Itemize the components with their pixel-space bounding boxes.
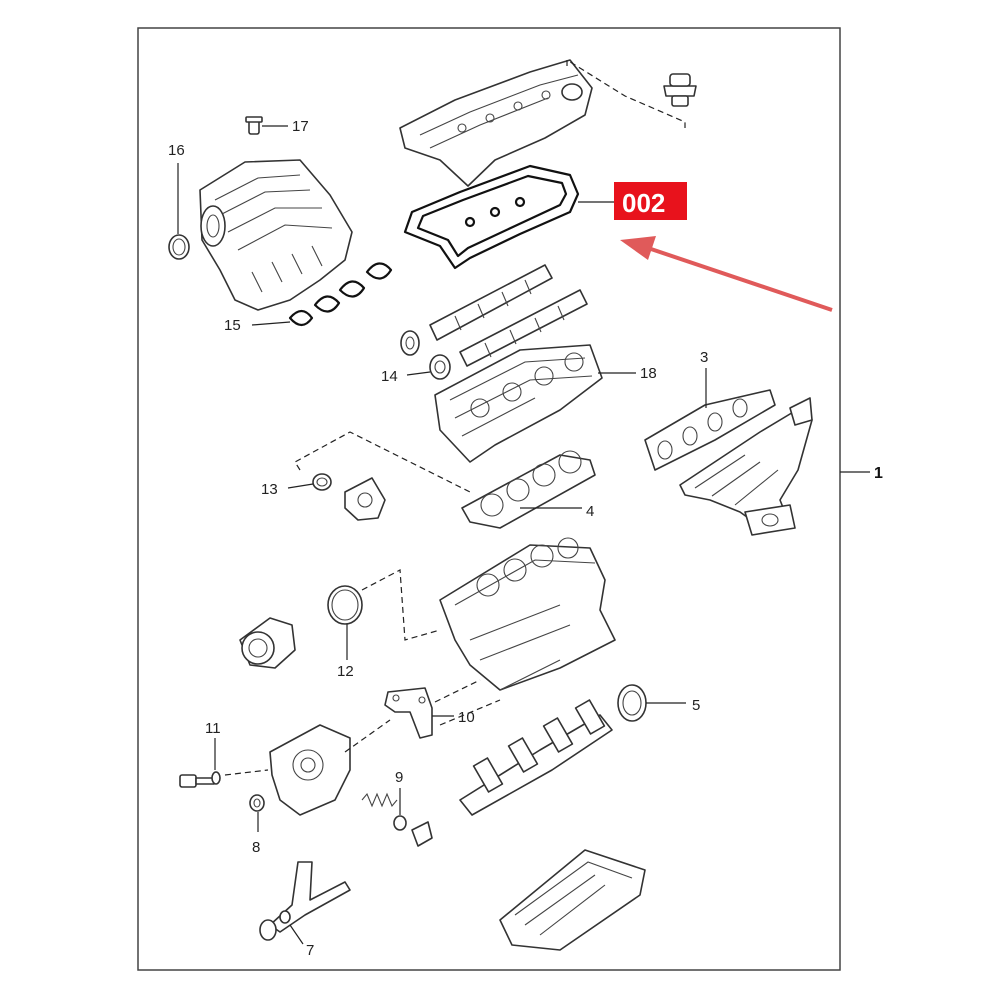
callout-10: 10 [458, 709, 475, 726]
callout-17: 17 [292, 118, 309, 135]
part-4-head-gasket [461, 450, 596, 529]
part-crankshaft [459, 699, 613, 816]
highlight-arrow [620, 236, 833, 312]
part-5-crank-seal [617, 684, 647, 722]
part-002-valve-cover-gasket [403, 164, 580, 270]
callout-1: 1 [874, 465, 883, 482]
part-10-seal-housing [384, 687, 433, 739]
callout-7: 7 [306, 942, 314, 959]
part-water-pump [239, 617, 296, 669]
highlight-badge [614, 182, 687, 220]
part-3-exhaust-gasket [644, 389, 776, 471]
diagram-frame [137, 27, 841, 971]
part-oil-pan [499, 849, 646, 951]
callout-15: 15 [224, 317, 241, 334]
part-engine-block [439, 537, 616, 691]
part-17-bolt [245, 116, 263, 135]
callout-13: 13 [261, 481, 278, 498]
part-11-bolt [179, 771, 221, 788]
part-cam-seal-a [400, 330, 420, 356]
callout-18: 18 [640, 365, 657, 382]
part-9-relief-valve [361, 792, 433, 847]
part-12-pump-gasket [327, 585, 363, 625]
part-oil-pump [269, 724, 351, 816]
part-7-oil-pickup [259, 861, 351, 941]
callout-16: 16 [168, 142, 185, 159]
part-18-cylinder-head [434, 344, 603, 463]
callout-4: 4 [586, 503, 594, 520]
callout-12: 12 [337, 663, 354, 680]
part-16-intake-manifold [199, 159, 353, 311]
part-13-seal [312, 473, 332, 491]
part-exhaust-manifold [679, 397, 813, 536]
part-15-intake-gaskets [288, 262, 393, 327]
callout-8: 8 [252, 839, 260, 856]
callout-9: 9 [395, 769, 403, 786]
callout-14: 14 [381, 368, 398, 385]
highlight-badge-label: 002 [622, 188, 665, 218]
part-camshafts [429, 264, 588, 367]
part-valve-cover [399, 59, 593, 187]
part-thermostat-housing [344, 477, 386, 521]
callout-5: 5 [692, 697, 700, 714]
part-oil-filler-cap [663, 73, 697, 107]
part-8-washer [249, 794, 265, 812]
part-16-seal-ring [168, 234, 190, 260]
callout-3: 3 [700, 349, 708, 366]
part-14-cam-seal [429, 354, 451, 380]
callout-11: 11 [205, 720, 221, 737]
